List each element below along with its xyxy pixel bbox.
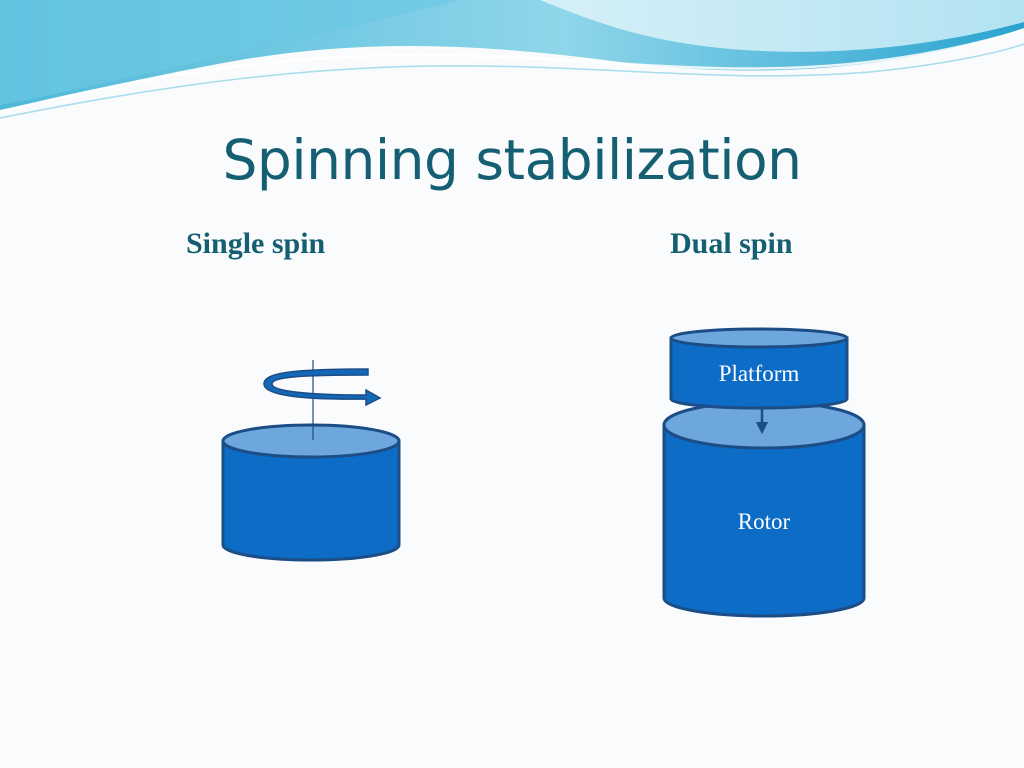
rotation-arrow-icon — [263, 368, 382, 407]
single-spin-label: Single spin — [186, 227, 326, 260]
dual-spin-label: Dual spin — [670, 227, 793, 260]
wave-header-decoration — [0, 0, 1024, 119]
platform-label: Platform — [719, 361, 800, 386]
rotor-cylinder — [662, 400, 866, 618]
rotor-label: Rotor — [738, 509, 791, 534]
single-spin-cylinder — [221, 423, 401, 562]
slide-title: Spinning stabilization — [222, 128, 802, 192]
platform-cylinder — [669, 327, 849, 410]
